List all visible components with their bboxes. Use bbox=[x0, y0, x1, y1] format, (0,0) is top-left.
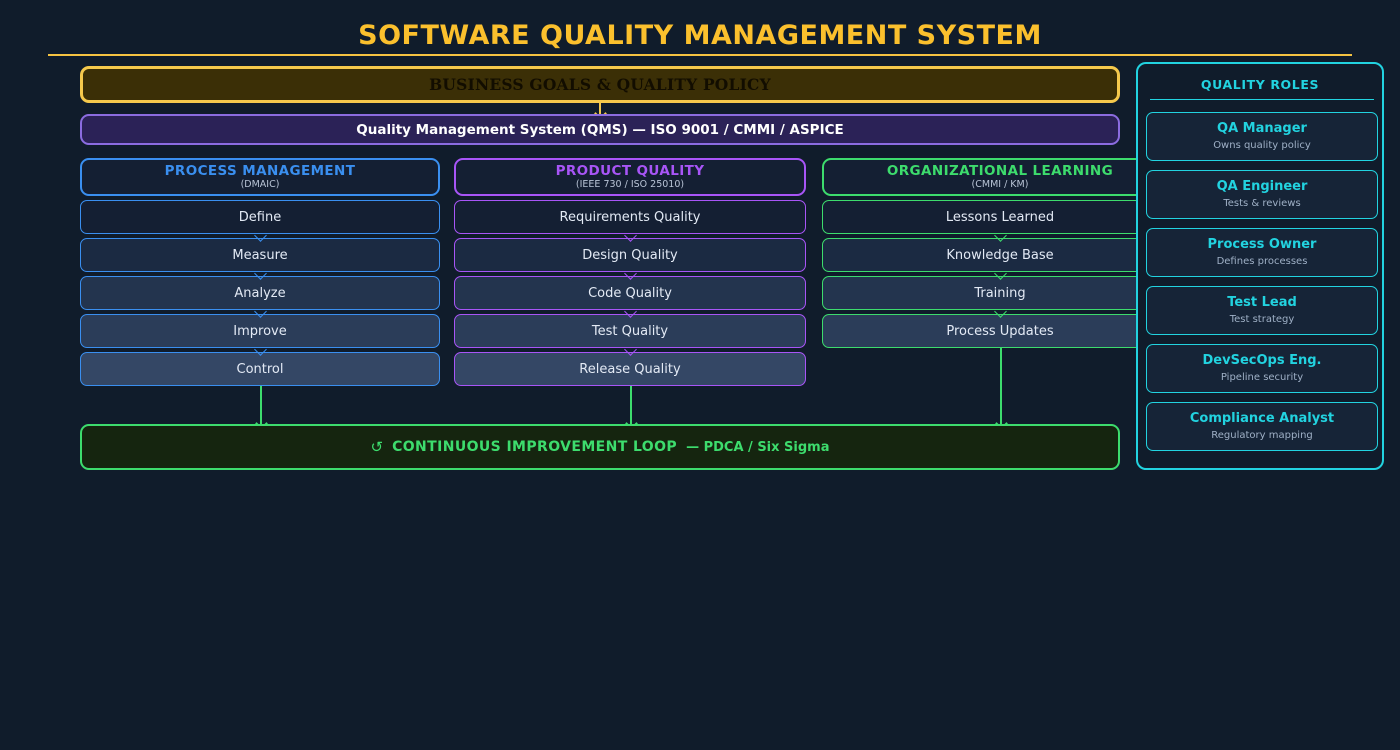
role-card[interactable]: DevSecOps Eng. Pipeline security bbox=[1146, 344, 1378, 393]
step-box[interactable]: Analyze bbox=[80, 276, 440, 318]
step-box[interactable]: Release Quality bbox=[454, 352, 806, 386]
column-title: PRODUCT QUALITY bbox=[555, 162, 705, 179]
step-label: Control bbox=[236, 361, 284, 377]
step-label: Requirements Quality bbox=[559, 209, 701, 225]
step-label: Measure bbox=[232, 247, 288, 263]
column-subtitle: (DMAIC) bbox=[240, 179, 280, 191]
column-subtitle: (IEEE 730 / ISO 25010) bbox=[575, 179, 685, 191]
column-title: ORGANIZATIONAL LEARNING bbox=[886, 162, 1114, 179]
step-box[interactable]: Define bbox=[80, 200, 440, 242]
loop-icon: ↺ bbox=[370, 438, 384, 456]
step-label: Code Quality bbox=[588, 285, 672, 301]
business-goals-label: BUSINESS GOALS & QUALITY POLICY bbox=[429, 75, 771, 94]
connector-goals-to-qms bbox=[599, 103, 601, 114]
role-name: Process Owner bbox=[1207, 236, 1317, 252]
role-name: QA Engineer bbox=[1216, 178, 1308, 194]
step-label: Release Quality bbox=[579, 361, 681, 377]
step-label: Test Quality bbox=[591, 323, 669, 339]
column-header[interactable]: ORGANIZATIONAL LEARNING(CMMI / KM) bbox=[822, 158, 1178, 196]
connector-column-to-loop bbox=[260, 386, 262, 424]
step-label: Define bbox=[238, 209, 282, 225]
step-box[interactable]: Design Quality bbox=[454, 238, 806, 280]
step-box[interactable]: Code Quality bbox=[454, 276, 806, 318]
connector-column-to-loop bbox=[630, 386, 632, 424]
role-description: Regulatory mapping bbox=[1211, 429, 1313, 441]
step-box[interactable]: Improve bbox=[80, 314, 440, 356]
role-description: Tests & reviews bbox=[1223, 197, 1301, 209]
step-box[interactable]: Measure bbox=[80, 238, 440, 280]
page-title: SOFTWARE QUALITY MANAGEMENT SYSTEM bbox=[358, 20, 1042, 51]
column-title: PROCESS MANAGEMENT bbox=[164, 162, 356, 179]
step-box[interactable]: Process Updates bbox=[822, 314, 1178, 348]
role-name: QA Manager bbox=[1217, 120, 1307, 136]
step-label: Process Updates bbox=[946, 323, 1054, 339]
role-description: Defines processes bbox=[1216, 255, 1308, 267]
step-label: Analyze bbox=[234, 285, 286, 301]
step-box[interactable]: Test Quality bbox=[454, 314, 806, 356]
step-box[interactable]: Training bbox=[822, 276, 1178, 318]
sidebar-divider bbox=[1150, 99, 1374, 100]
step-box[interactable]: Knowledge Base bbox=[822, 238, 1178, 280]
continuous-improvement-banner[interactable]: ↺ CONTINUOUS IMPROVEMENT LOOP — PDCA / S… bbox=[80, 424, 1120, 470]
step-label: Lessons Learned bbox=[945, 209, 1055, 225]
title-underline bbox=[48, 54, 1352, 56]
loop-title: CONTINUOUS IMPROVEMENT LOOP bbox=[392, 439, 678, 455]
role-name: Test Lead bbox=[1227, 294, 1297, 310]
role-name: Compliance Analyst bbox=[1189, 410, 1335, 426]
step-box[interactable]: Requirements Quality bbox=[454, 200, 806, 242]
connector-column-to-loop bbox=[1000, 348, 1002, 424]
column-header[interactable]: PRODUCT QUALITY(IEEE 730 / ISO 25010) bbox=[454, 158, 806, 196]
business-goals-banner[interactable]: BUSINESS GOALS & QUALITY POLICY bbox=[80, 66, 1120, 103]
step-label: Improve bbox=[233, 323, 287, 339]
column-2: PRODUCT QUALITY(IEEE 730 / ISO 25010) Req… bbox=[454, 158, 806, 386]
role-description: Owns quality policy bbox=[1213, 139, 1311, 151]
role-name: DevSecOps Eng. bbox=[1202, 352, 1322, 368]
role-description: Test strategy bbox=[1229, 313, 1295, 325]
column-subtitle: (CMMI / KM) bbox=[971, 179, 1029, 191]
step-label: Design Quality bbox=[582, 247, 678, 263]
qms-banner[interactable]: Quality Management System (QMS) — ISO 90… bbox=[80, 114, 1120, 145]
column-3: ORGANIZATIONAL LEARNING(CMMI / KM) Lesson… bbox=[822, 158, 1178, 348]
role-description: Pipeline security bbox=[1220, 371, 1304, 383]
column-header[interactable]: PROCESS MANAGEMENT(DMAIC) bbox=[80, 158, 440, 196]
qms-label: Quality Management System (QMS) — ISO 90… bbox=[356, 121, 844, 138]
step-box[interactable]: Control bbox=[80, 352, 440, 386]
step-label: Training bbox=[974, 285, 1026, 301]
step-box[interactable]: Lessons Learned bbox=[822, 200, 1178, 242]
loop-subtitle: — PDCA / Six Sigma bbox=[686, 439, 830, 455]
step-label: Knowledge Base bbox=[946, 247, 1054, 263]
sidebar-title: QUALITY ROLES bbox=[1200, 77, 1320, 92]
